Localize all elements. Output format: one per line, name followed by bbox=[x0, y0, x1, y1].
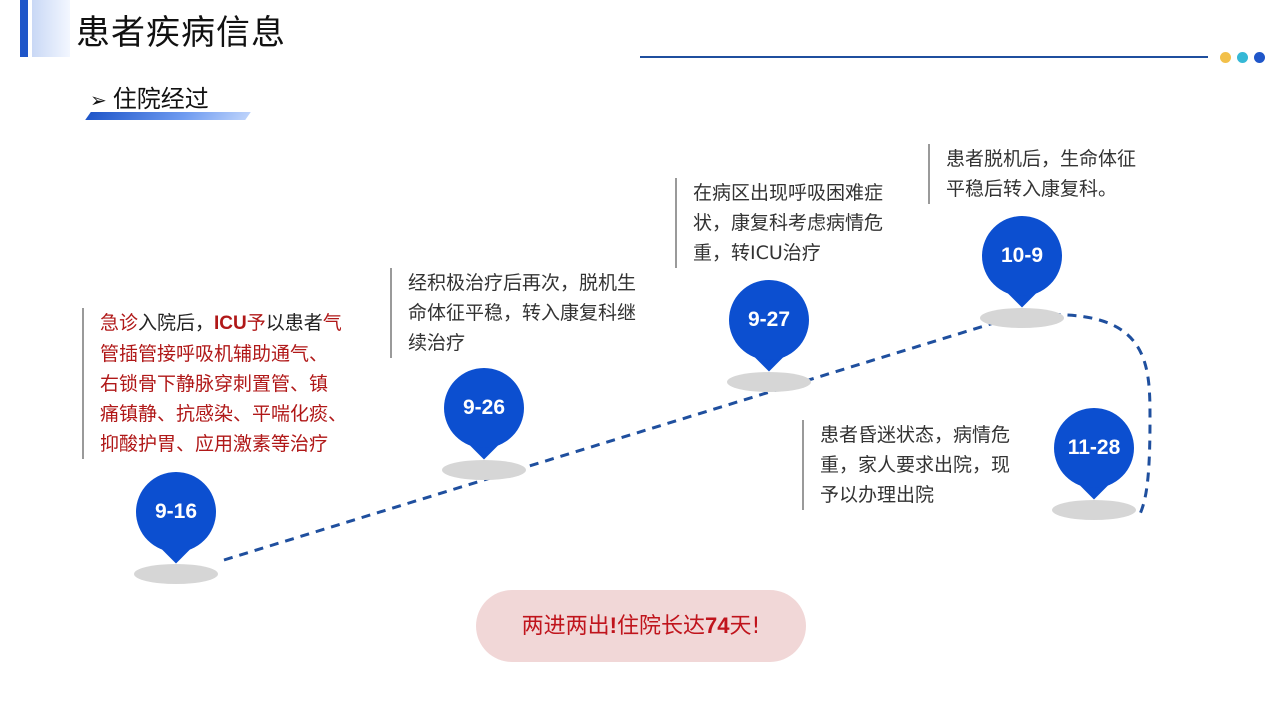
timeline-pin-9-26: 9-26 bbox=[444, 368, 524, 460]
note-line: 状，康复科考虑病情危 bbox=[693, 212, 884, 234]
note-text: 急诊 bbox=[100, 312, 139, 334]
note-line: 急诊入院后，ICU予以患者气 bbox=[100, 308, 347, 339]
pin-head bbox=[1054, 408, 1134, 488]
summary-text: ! bbox=[609, 613, 617, 638]
note-line: 痛镇静、抗感染、平喘化痰、 bbox=[100, 403, 348, 425]
note-line: 经积极治疗后再次，脱机生 bbox=[408, 272, 637, 294]
decor-dot-yellow bbox=[1220, 52, 1231, 63]
note-line: 在病区出现呼吸困难症 bbox=[693, 182, 884, 204]
note-line: 患者脱机后，生命体征 bbox=[946, 148, 1137, 170]
summary-days: 74 bbox=[705, 613, 730, 638]
note-line: 右锁骨下静脉穿刺置管、镇 bbox=[100, 373, 329, 395]
note-admission: 急诊入院后，ICU予以患者气 管插管接呼吸机辅助通气、 右锁骨下静脉穿刺置管、镇… bbox=[82, 308, 347, 459]
pin-head bbox=[982, 216, 1062, 296]
pin-shadow bbox=[727, 372, 811, 392]
pin-shadow bbox=[980, 308, 1064, 328]
note-line: 抑酸护胃、应用激素等治疗 bbox=[100, 433, 329, 455]
note-text: 予 bbox=[246, 312, 266, 334]
section-heading: ➢住院经过 bbox=[90, 84, 209, 115]
note-11-28: 患者昏迷状态，病情危 重，家人要求出院，现 予以办理出院 bbox=[802, 420, 1010, 510]
note-text: 气 bbox=[322, 312, 342, 334]
arrow-icon: ➢ bbox=[90, 88, 107, 112]
note-9-26: 经积极治疗后再次，脱机生 命体征平稳，转入康复科继 续治疗 bbox=[390, 268, 636, 358]
section-title: 住院经过 bbox=[112, 85, 209, 113]
header-accent-gradient bbox=[32, 0, 70, 57]
note-line: 管插管接呼吸机辅助通气、 bbox=[100, 343, 329, 365]
pin-date-label: 11-28 bbox=[1067, 436, 1121, 459]
summary-text: 两进两出 bbox=[521, 614, 610, 639]
pin-date-label: 9-16 bbox=[154, 500, 198, 523]
timeline-pin-11-28: 11-28 bbox=[1054, 408, 1134, 500]
pin-shadow bbox=[442, 460, 526, 480]
note-line: 重，转ICU治疗 bbox=[693, 242, 821, 264]
note-line: 平稳后转入康复科。 bbox=[946, 178, 1118, 200]
page-title: 患者疾病信息 bbox=[76, 13, 286, 53]
summary-text: 住院长达 bbox=[617, 614, 706, 639]
note-10-9: 患者脱机后，生命体征 平稳后转入康复科。 bbox=[928, 144, 1136, 204]
pin-date-label: 10-9 bbox=[1000, 244, 1044, 267]
summary-badge: 两进两出!住院长达74天! bbox=[476, 590, 806, 662]
pin-head bbox=[136, 472, 216, 552]
timeline-pin-9-16: 9-16 bbox=[136, 472, 216, 564]
note-text: ICU bbox=[214, 313, 247, 334]
note-line: 续治疗 bbox=[408, 332, 466, 354]
note-line: 予以办理出院 bbox=[820, 484, 935, 506]
note-text: 以患者 bbox=[265, 312, 323, 334]
decor-dot-cyan bbox=[1237, 52, 1248, 63]
timeline-pin-9-27: 9-27 bbox=[729, 280, 809, 372]
header-accent-bar bbox=[20, 0, 28, 57]
pin-head bbox=[729, 280, 809, 360]
decor-dot-blue bbox=[1254, 52, 1265, 63]
pin-head bbox=[444, 368, 524, 448]
note-text: 入院后， bbox=[138, 312, 215, 334]
note-line: 命体征平稳，转入康复科继 bbox=[408, 302, 637, 324]
header-divider bbox=[640, 56, 1208, 58]
note-line: 患者昏迷状态，病情危 bbox=[820, 424, 1011, 446]
pin-date-label: 9-27 bbox=[747, 308, 791, 331]
pin-shadow bbox=[134, 564, 218, 584]
note-9-27: 在病区出现呼吸困难症 状，康复科考虑病情危 重，转ICU治疗 bbox=[675, 178, 883, 268]
summary-text: 天! bbox=[729, 614, 761, 639]
note-line: 重，家人要求出院，现 bbox=[820, 454, 1011, 476]
pin-date-label: 9-26 bbox=[462, 396, 506, 419]
pin-shadow bbox=[1052, 500, 1136, 520]
timeline-pin-10-9: 10-9 bbox=[982, 216, 1062, 308]
